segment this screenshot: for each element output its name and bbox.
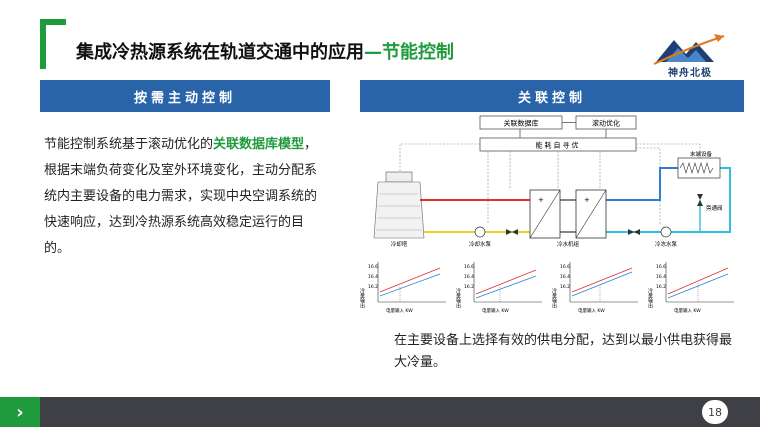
mini-chart-1: 冷量输出 16.6 16.4 16.2 电量输入 KW [360, 262, 446, 314]
system-diagram: 关联数据库 滚动优化 能耗自寻优 冷却塔 + + 冷水机组 冷却水泵 冷冻水泵 [360, 115, 734, 314]
mini-chart-2: 冷量输出 16.6 16.4 16.2 电量输入 KW [455, 262, 542, 314]
mini-chart-4: 冷量输出 16.6 16.4 16.2 电量输入 KW [647, 262, 734, 314]
label-chiller: 冷水机组 [557, 240, 580, 248]
svg-text:电量输入 KW: 电量输入 KW [578, 307, 605, 314]
svg-text:电量输入 KW: 电量输入 KW [674, 307, 701, 314]
label-terminal: 末端设备 [690, 150, 713, 158]
cw-pump-icon [474, 226, 486, 238]
rolling-box-label: 滚动优化 [592, 119, 620, 128]
svg-text:16.2: 16.2 [656, 284, 666, 290]
label-cooling-tower: 冷却塔 [391, 240, 408, 248]
banner-demand-control: 按需主动控制 [40, 80, 330, 112]
label-chw-pump: 冷冻水泵 [655, 240, 678, 248]
description-paragraph: 节能控制系统基于滚动优化的关联数据库模型，根据末端负荷变化及室外环境变化，主动分… [44, 132, 326, 262]
page-title: 集成冷热源系统在轨道交通中的应用—节能控制 [76, 38, 454, 64]
energy-box-label: 能耗自寻优 [536, 141, 581, 150]
label-cw-pump: 冷却水泵 [469, 240, 492, 248]
svg-text:冷量输出: 冷量输出 [647, 287, 653, 309]
svg-text:电量输入 KW: 电量输入 KW [482, 307, 509, 314]
label-bypass-valve: 旁通阀 [706, 204, 723, 212]
para-highlight: 关联数据库模型 [213, 137, 305, 152]
svg-text:16.4: 16.4 [656, 274, 666, 280]
para-text-2: ，根据末端负荷变化及室外环境变化，主动分配系统内主要设备的电力需求，实现中央空调… [44, 137, 318, 256]
bypass-valve-icon [697, 194, 703, 200]
svg-text:16.4: 16.4 [368, 274, 378, 280]
svg-text:16.4: 16.4 [560, 274, 570, 280]
svg-text:冷量输出: 冷量输出 [360, 287, 365, 309]
svg-text:+: + [584, 196, 590, 204]
svg-text:+: + [538, 196, 544, 204]
logo-text: 神舟北极 [668, 68, 712, 79]
svg-text:16.6: 16.6 [464, 264, 474, 270]
page-number: 18 [702, 400, 728, 424]
para-text-1: 节能控制系统基于滚动优化的 [44, 137, 214, 152]
svg-text:16.6: 16.6 [656, 264, 666, 270]
footer-bar [0, 397, 760, 427]
svg-text:电量输入 KW: 电量输入 KW [386, 307, 413, 314]
company-logo [653, 34, 725, 65]
svg-text:16.2: 16.2 [560, 284, 570, 290]
diagram-caption: 在主要设备上选择有效的供电分配，达到以最小供电获得最大冷量。 [394, 333, 733, 370]
title-bracket-decoration [40, 19, 66, 69]
svg-text:16.2: 16.2 [464, 284, 474, 290]
svg-text:16.4: 16.4 [464, 274, 474, 280]
svg-text:冷量输出: 冷量输出 [551, 287, 557, 309]
svg-text:16.6: 16.6 [368, 264, 378, 270]
db-box-label: 关联数据库 [504, 119, 539, 128]
banner-linked-control: 关联控制 [360, 80, 744, 112]
svg-text:冷量输出: 冷量输出 [455, 287, 461, 309]
title-main: 集成冷热源系统在轨道交通中的应用 [76, 42, 364, 63]
svg-text:16.2: 16.2 [368, 284, 378, 290]
terminal-icon [677, 157, 721, 179]
chw-pump-icon [660, 226, 672, 238]
title-accent: —节能控制 [364, 42, 454, 63]
next-arrow-icon[interactable]: › [0, 397, 40, 427]
mini-chart-3: 冷量输出 16.6 16.4 16.2 电量输入 KW [551, 262, 638, 314]
svg-text:16.6: 16.6 [560, 264, 570, 270]
